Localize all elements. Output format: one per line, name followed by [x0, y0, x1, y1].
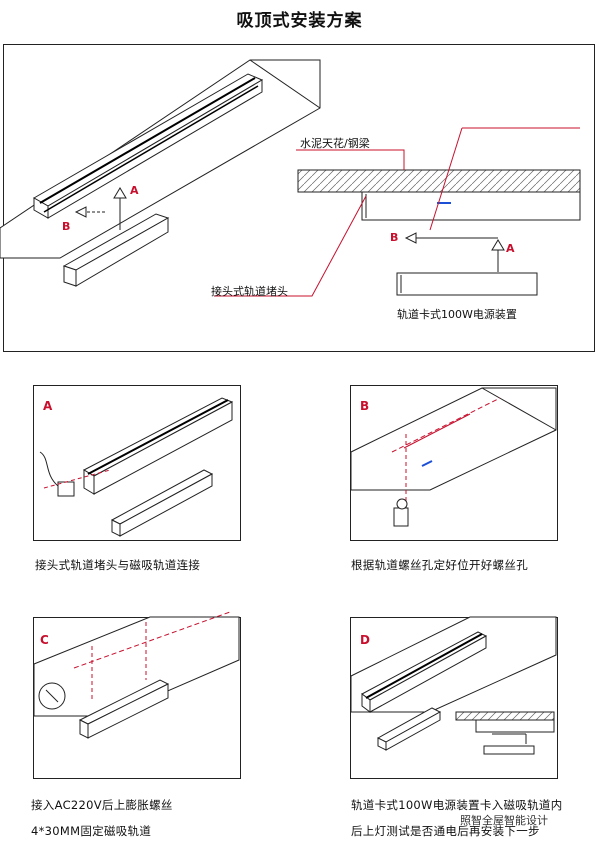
- step-b-caption: 根据轨道螺丝孔定好位开好螺丝孔: [351, 558, 528, 572]
- step-d-caption-1: 轨道卡式100W电源装置卡入磁吸轨道内: [351, 798, 563, 812]
- page-title: 吸顶式安装方案: [236, 11, 363, 31]
- step-c-letter: C: [40, 633, 49, 647]
- power-unit-right: [396, 272, 538, 296]
- step-a-letter: A: [43, 399, 53, 413]
- marker-a-left: A: [130, 184, 139, 197]
- track-section: [361, 191, 581, 221]
- power-device-label: 轨道卡式100W电源装置: [397, 308, 517, 321]
- step-a-caption: 接头式轨道堵头与磁吸轨道连接: [35, 558, 201, 572]
- watermark: 照智全屋智能设计: [460, 814, 548, 827]
- marker-a-right: A: [506, 242, 515, 255]
- step-d-letter: D: [360, 633, 370, 647]
- mounted-track: [32, 73, 264, 219]
- step-c-caption-1: 接入AC220V后上膨胀螺丝: [31, 798, 173, 812]
- step-d-caption-2: 后上灯测试是否通电后再安装下一步: [351, 824, 540, 838]
- ceiling-label: 水泥天花/钢梁: [300, 137, 370, 150]
- marker-b-right: B: [390, 231, 399, 244]
- step-b-letter: B: [360, 399, 370, 413]
- end-cap-label: 接头式轨道堵头: [211, 285, 288, 298]
- power-unit-left: [62, 213, 170, 287]
- step-c-caption-2: 4*30MM固定磁吸轨道: [31, 824, 152, 838]
- marker-b-left: B: [62, 220, 71, 233]
